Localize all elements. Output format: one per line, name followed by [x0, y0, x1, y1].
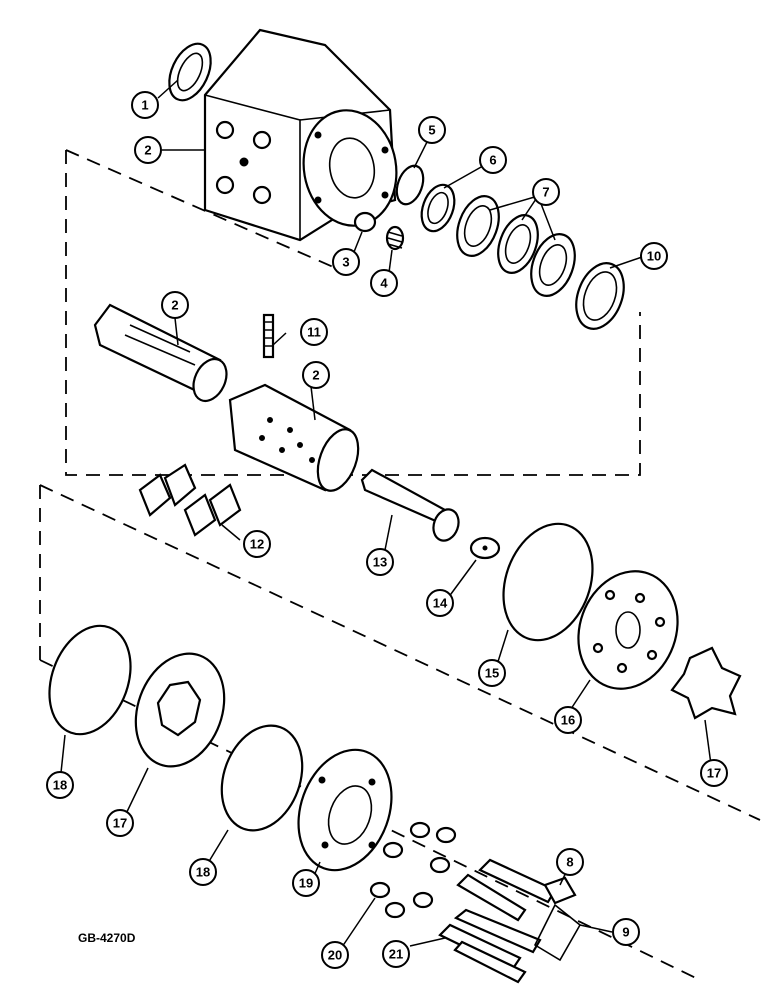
svg-text:17: 17 [113, 816, 127, 831]
part-o-ring-18-center [220, 724, 304, 832]
part-spring-4 [385, 225, 405, 251]
part-o-ring-18 [48, 624, 132, 736]
callout-1: 1 [131, 91, 159, 119]
callout-9: 9 [612, 918, 640, 946]
callout-5: 5 [418, 116, 446, 144]
part-o-ring-5 [395, 164, 425, 206]
part-plate-16 [577, 570, 679, 690]
callout-7: 7 [532, 178, 560, 206]
callout-21: 21 [382, 940, 410, 968]
part-washers-20 [369, 821, 457, 919]
svg-text:18: 18 [53, 778, 67, 793]
svg-text:21: 21 [389, 947, 403, 962]
svg-text:18: 18 [196, 865, 210, 880]
callout-2c: 2 [302, 361, 330, 389]
callout-15: 15 [478, 659, 506, 687]
svg-text:13: 13 [373, 555, 387, 570]
callout-8: 8 [556, 848, 584, 876]
callout-6: 6 [479, 146, 507, 174]
svg-text:5: 5 [428, 123, 435, 138]
callout-10: 10 [640, 242, 668, 270]
svg-text:12: 12 [250, 537, 264, 552]
svg-text:9: 9 [622, 925, 629, 940]
callout-18a: 18 [46, 771, 74, 799]
svg-text:14: 14 [433, 596, 448, 611]
svg-text:4: 4 [380, 276, 388, 291]
svg-text:20: 20 [328, 948, 342, 963]
callout-14: 14 [426, 589, 454, 617]
part-drive-shaft-13 [360, 468, 460, 542]
callout-12: 12 [243, 530, 271, 558]
svg-text:10: 10 [647, 249, 661, 264]
callout-19: 19 [292, 869, 320, 897]
part-o-ring-15 [502, 522, 594, 642]
svg-text:15: 15 [485, 666, 499, 681]
part-bolt-head-8 [543, 876, 577, 905]
svg-text:19: 19 [299, 876, 313, 891]
part-gerotor-17 [134, 652, 226, 768]
svg-text:16: 16 [561, 713, 575, 728]
svg-text:2: 2 [144, 143, 151, 158]
callout-17a: 17 [700, 759, 728, 787]
callout-13: 13 [366, 548, 394, 576]
part-sleeve [228, 383, 360, 492]
svg-text:11: 11 [307, 325, 321, 340]
callout-2b: 2 [161, 291, 189, 319]
svg-text:6: 6 [489, 153, 496, 168]
svg-text:3: 3 [342, 255, 349, 270]
part-gear-star-17 [670, 646, 742, 720]
part-pin-11 [262, 313, 275, 359]
part-end-cap-19 [297, 748, 393, 872]
svg-text:2: 2 [312, 368, 319, 383]
part-ball-3 [353, 211, 377, 233]
callout-20: 20 [321, 941, 349, 969]
svg-text:17: 17 [707, 766, 721, 781]
figure-code: GB-4270D [78, 931, 136, 945]
svg-text:8: 8 [566, 855, 573, 870]
part-bearing-7 [456, 195, 576, 297]
callout-18b: 18 [189, 858, 217, 886]
svg-text:7: 7 [542, 185, 549, 200]
svg-text:2: 2 [171, 298, 178, 313]
part-springs-12 [138, 463, 242, 537]
svg-text:1: 1 [141, 98, 148, 113]
part-bolts-21 [438, 858, 557, 984]
part-ring-6 [420, 183, 456, 233]
part-spool [93, 303, 228, 403]
callout-2a: 2 [134, 136, 162, 164]
part-ring-10 [575, 262, 625, 330]
part-lock-plate-9 [533, 903, 582, 962]
callout-17b: 17 [106, 809, 134, 837]
callout-11: 11 [300, 318, 328, 346]
part-housing [203, 28, 398, 242]
callout-3: 3 [332, 248, 360, 276]
part-seal-1 [168, 42, 212, 102]
callout-16: 16 [554, 706, 582, 734]
part-spacer-14 [469, 536, 501, 560]
callout-4: 4 [370, 269, 398, 297]
